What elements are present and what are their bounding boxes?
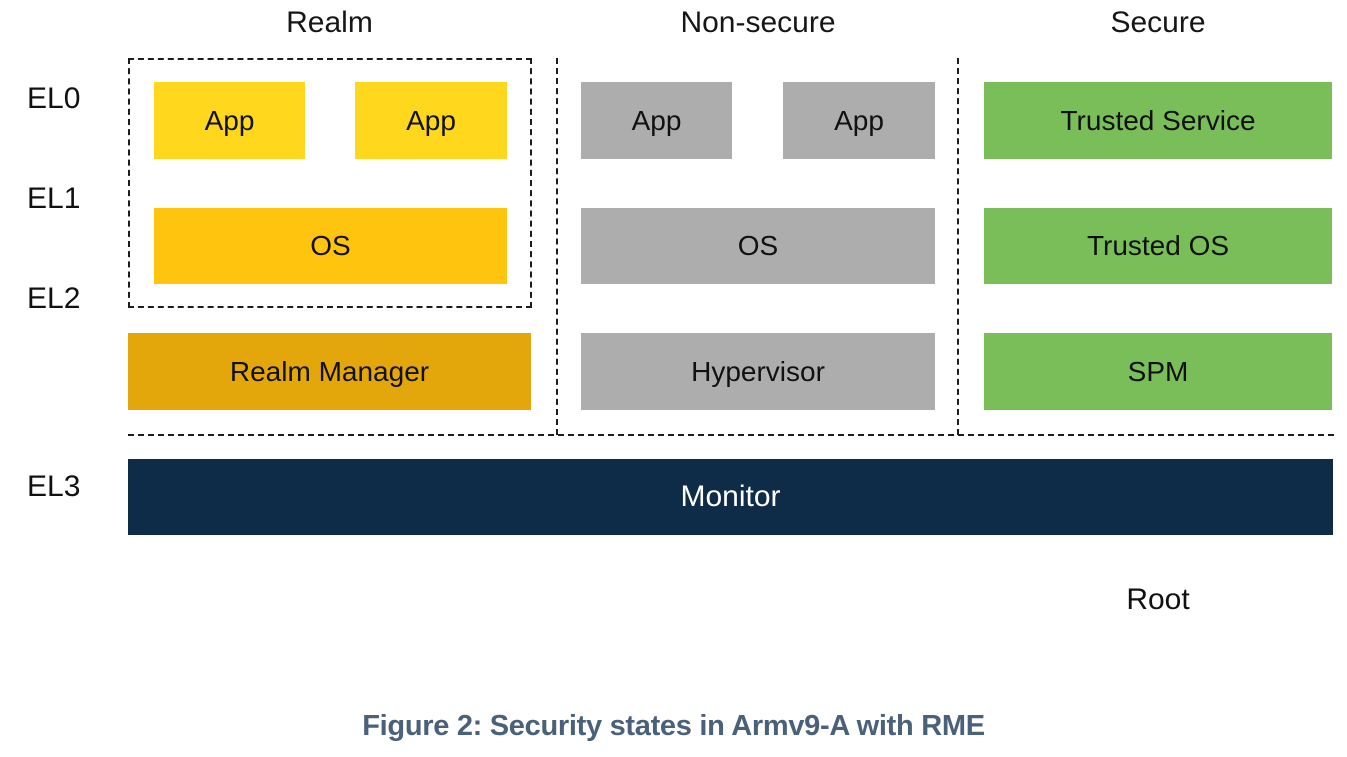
realm-app-box-1: App <box>154 82 305 159</box>
trusted-service-box: Trusted Service <box>984 82 1332 159</box>
spm-box: SPM <box>984 333 1332 410</box>
hypervisor-box: Hypervisor <box>581 333 935 410</box>
column-header-realm: Realm <box>286 6 373 39</box>
realm-app-box-2: App <box>355 82 507 159</box>
el-label-el0: EL0 <box>27 82 81 115</box>
monitor-bar: Monitor <box>128 459 1333 535</box>
nonsecure-app-box-2: App <box>783 82 935 159</box>
trusted-os-box: Trusted OS <box>984 208 1332 284</box>
realm-os-box: OS <box>154 208 507 284</box>
figure-caption: Figure 2: Security states in Armv9-A wit… <box>362 710 985 742</box>
el-label-el1: EL1 <box>27 182 81 215</box>
root-label: Root <box>1126 583 1190 616</box>
nonsecure-app-box-1: App <box>581 82 732 159</box>
el-label-el3: EL3 <box>27 470 81 503</box>
divider-nonsecure-secure <box>957 58 959 435</box>
column-header-non-secure: Non-secure <box>680 6 836 39</box>
realm-dashed-boundary <box>128 58 532 308</box>
realm-manager-box: Realm Manager <box>128 333 531 410</box>
el-label-el2: EL2 <box>27 282 81 315</box>
divider-realm-nonsecure <box>556 58 558 435</box>
divider-el2-el3 <box>128 434 1334 436</box>
nonsecure-os-box: OS <box>581 208 935 284</box>
column-header-secure: Secure <box>1110 6 1206 39</box>
